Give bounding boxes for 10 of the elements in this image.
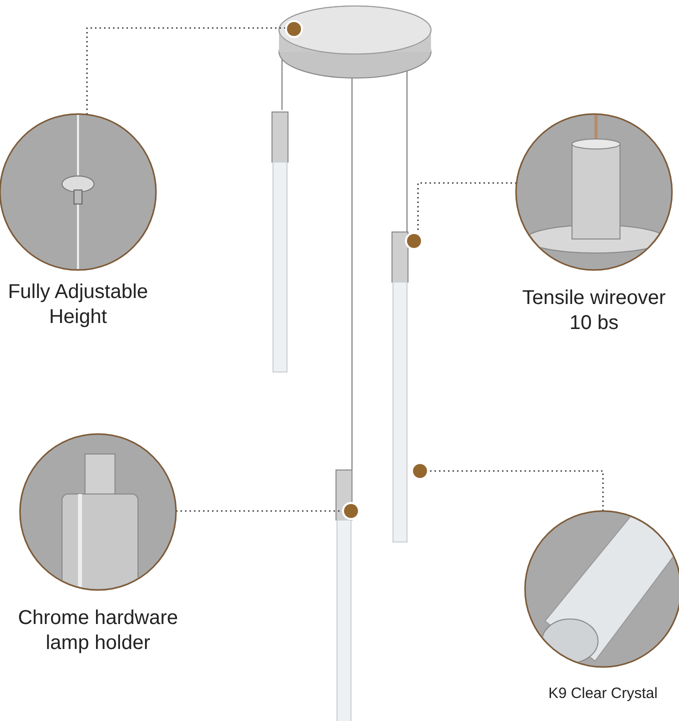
callout-dot bbox=[407, 234, 421, 248]
leader-line bbox=[428, 470, 604, 511]
callout-caption: Fully Adjustable Height bbox=[6, 280, 150, 330]
callout-dot bbox=[344, 504, 358, 518]
callout-caption: Tensile wireover 10 bs bbox=[521, 286, 667, 336]
callout-dot bbox=[413, 464, 427, 478]
callout-caption: Chrome hardware lamp holder bbox=[16, 606, 180, 656]
callout-caption: K9 Clear Crystal bbox=[548, 685, 658, 704]
callout-dot bbox=[287, 22, 301, 36]
leader-line bbox=[86, 27, 286, 114]
